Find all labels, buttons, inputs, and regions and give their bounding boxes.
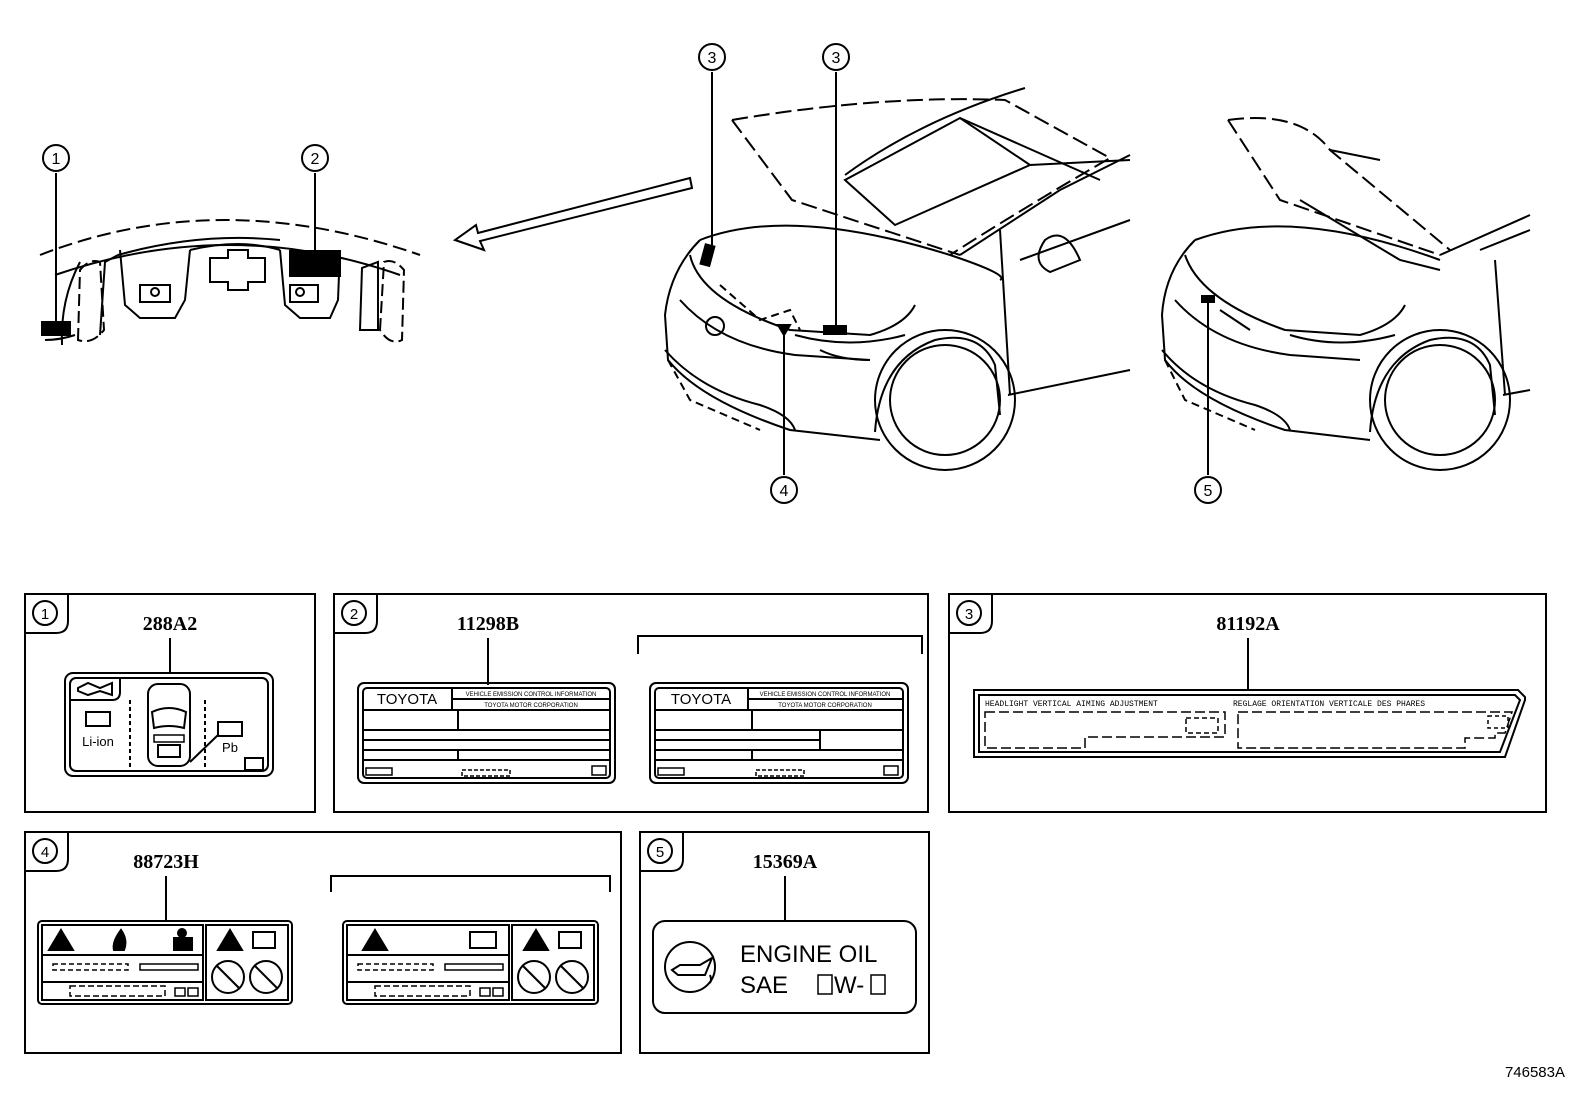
label-288A2-drawing bbox=[64, 638, 274, 777]
panel-1-index: 1 bbox=[41, 606, 49, 623]
part-number-288A2: 288A2 bbox=[143, 613, 197, 635]
w-dash-text: W- bbox=[834, 972, 864, 999]
toyota-text-variant: TOYOTA bbox=[671, 691, 731, 708]
callout-1: 1 bbox=[52, 151, 61, 168]
panel-3-index: 3 bbox=[965, 606, 973, 623]
callout-2: 2 bbox=[311, 151, 320, 168]
label-11298B-drawing bbox=[357, 638, 616, 784]
callout-3a: 3 bbox=[708, 50, 717, 67]
panel-4-frame bbox=[24, 831, 622, 1054]
headlight-en-text: HEADLIGHT VERTICAL AIMING ADJUSTMENT bbox=[985, 700, 1158, 709]
part-number-15369A: 15369A bbox=[753, 851, 818, 873]
panel-3-frame bbox=[948, 593, 1547, 813]
panel-4-index: 4 bbox=[41, 844, 49, 861]
callout-3b: 3 bbox=[832, 50, 841, 67]
label-11298B-variant-drawing bbox=[649, 682, 909, 784]
emission-text-variant: VEHICLE EMISSION CONTROL INFORMATION bbox=[760, 692, 891, 698]
label-88723H-variant-drawing bbox=[342, 920, 599, 1005]
corporation-text: TOYOTA MOTOR CORPORATION bbox=[484, 703, 578, 709]
car-front-view-right bbox=[1160, 117, 1531, 504]
part-number-81192A: 81192A bbox=[1216, 613, 1280, 635]
label-81192A-drawing bbox=[973, 638, 1526, 758]
pb-text: Pb bbox=[222, 740, 238, 755]
callout-5: 5 bbox=[1204, 483, 1213, 500]
callout-4: 4 bbox=[780, 483, 789, 500]
part-number-11298B: 11298B bbox=[457, 613, 519, 635]
liion-text: Li-ion bbox=[82, 734, 114, 749]
engine-oil-text: ENGINE OIL bbox=[740, 941, 877, 968]
panel-2-frame bbox=[333, 593, 929, 813]
label-15369A-drawing bbox=[652, 876, 917, 1014]
corporation-text-variant: TOYOTA MOTOR CORPORATION bbox=[778, 703, 872, 709]
emission-text: VEHICLE EMISSION CONTROL INFORMATION bbox=[466, 692, 597, 698]
panel-5-frame bbox=[639, 831, 930, 1054]
toyota-text: TOYOTA bbox=[377, 691, 437, 708]
car-front-view-left bbox=[663, 43, 1131, 504]
radiator-support-detail bbox=[39, 144, 694, 346]
panel-5-index: 5 bbox=[656, 844, 664, 861]
sae-text: SAE bbox=[740, 972, 788, 999]
figure-id: 746583A bbox=[1505, 1064, 1565, 1081]
part-number-88723H: 88723H bbox=[133, 851, 199, 873]
panel-1-frame bbox=[24, 593, 316, 813]
panel-2-index: 2 bbox=[350, 606, 358, 623]
headlight-fr-text: REGLAGE ORIENTATION VERTICALE DES PHARES bbox=[1233, 700, 1425, 709]
label-88723H-drawing bbox=[37, 876, 293, 1005]
